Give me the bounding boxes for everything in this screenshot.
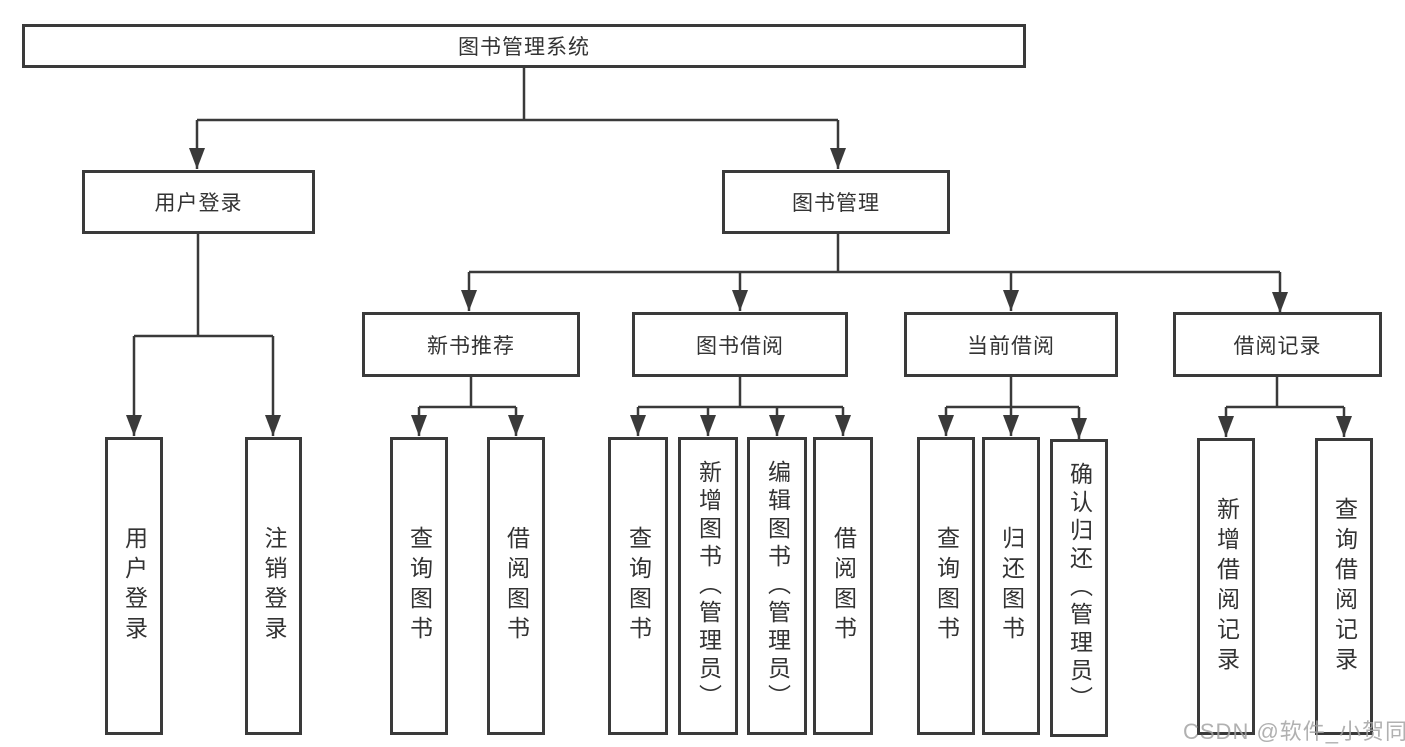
node-user-login-label: 用户登录: [154, 192, 243, 215]
edge-borrow-split: [638, 377, 843, 409]
leaf-query-book-borrow-label: 查询图书: [625, 526, 652, 646]
node-book-management: 图书管理: [722, 170, 950, 234]
leaf-logout: 注销登录: [245, 437, 302, 735]
node-new-book-recommend: 新书推荐: [362, 312, 580, 377]
leaf-return-book: 归还图书: [982, 437, 1040, 735]
leaf-query-book-recommend: 查询图书: [390, 437, 448, 735]
node-new-book-recommend-label: 新书推荐: [427, 334, 515, 358]
leaf-confirm-return-admin: 确认归还（管理员）: [1050, 439, 1108, 737]
leaf-borrow-book-recommend-label: 借阅图书: [503, 526, 530, 646]
node-book-borrow-label: 图书借阅: [696, 334, 784, 358]
edge-current-split: [946, 377, 1079, 409]
csdn-watermark: CSDN @软件_小贺同学: [1183, 719, 1405, 744]
node-borrow-records: 借阅记录: [1173, 312, 1382, 377]
leaf-user-login-label: 用户登录: [121, 526, 148, 646]
leaf-add-borrow-record: 新增借阅记录: [1197, 438, 1255, 735]
leaf-add-book-admin-label: 新增图书（管理员）: [695, 460, 722, 712]
node-user-login: 用户登录: [82, 170, 315, 234]
leaf-add-borrow-record-label: 新增借阅记录: [1213, 496, 1240, 677]
edge-userlogin-split: [134, 234, 273, 338]
leaf-return-book-label: 归还图书: [998, 526, 1025, 646]
node-root-label: 图书管理系统: [458, 36, 590, 59]
leaf-query-borrow-record: 查询借阅记录: [1315, 438, 1373, 735]
node-root: 图书管理系统: [22, 24, 1026, 68]
leaf-borrow-book-borrow: 借阅图书: [813, 437, 873, 735]
leaf-edit-book-admin: 编辑图书（管理员）: [747, 437, 807, 735]
leaf-add-book-admin: 新增图书（管理员）: [678, 437, 738, 735]
leaf-borrow-book-borrow-label: 借阅图书: [830, 526, 857, 646]
node-borrow-records-label: 借阅记录: [1233, 334, 1322, 358]
leaf-edit-book-admin-label: 编辑图书（管理员）: [764, 460, 791, 712]
leaf-query-book-current: 查询图书: [917, 437, 975, 735]
leaf-borrow-book-recommend: 借阅图书: [487, 437, 545, 735]
leaf-query-book-recommend-label: 查询图书: [406, 526, 433, 646]
leaf-user-login: 用户登录: [105, 437, 163, 735]
node-current-borrow-label: 当前借阅: [967, 334, 1055, 358]
edge-bookmgmt-split: [469, 234, 1280, 274]
node-current-borrow: 当前借阅: [904, 312, 1118, 377]
leaf-confirm-return-admin-label: 确认归还（管理员）: [1066, 462, 1093, 714]
edge-newbook-split: [419, 377, 516, 409]
leaf-query-book-borrow: 查询图书: [608, 437, 668, 735]
leaf-logout-label: 注销登录: [261, 526, 287, 646]
node-book-borrow: 图书借阅: [632, 312, 848, 377]
leaf-query-borrow-record-label: 查询借阅记录: [1331, 496, 1358, 677]
edge-root-split: [197, 68, 838, 122]
edge-records-split: [1226, 377, 1344, 409]
node-book-management-label: 图书管理: [792, 192, 880, 215]
leaf-query-book-current-label: 查询图书: [933, 526, 960, 646]
